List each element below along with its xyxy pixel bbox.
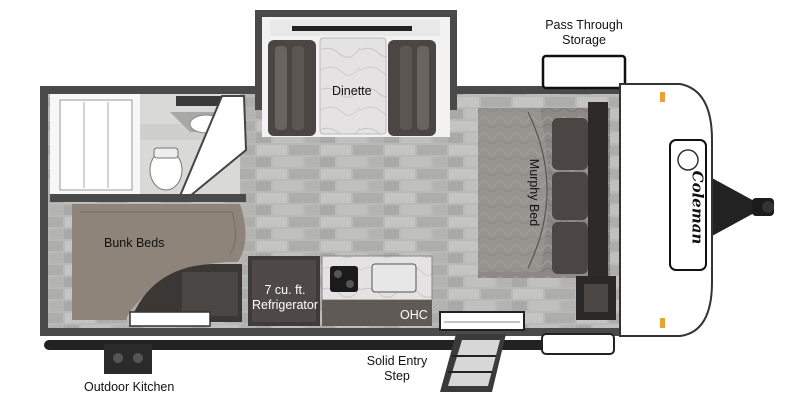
murphy-bed-label: Murphy Bed — [527, 158, 542, 227]
hitch-tongue — [712, 178, 774, 236]
dinette-label: Dinette — [332, 84, 372, 98]
outdoor-kitchen-label: Outdoor Kitchen — [84, 380, 175, 394]
pass-through-storage — [541, 54, 627, 90]
coleman-logo — [669, 139, 707, 271]
murphy-bed-cushions — [552, 102, 608, 276]
entry-door — [439, 311, 525, 331]
outdoor-kitchen-unit — [104, 344, 152, 374]
refrigerator-label: 7 cu. ft. Refrigerator — [252, 283, 318, 312]
chassis-rail — [44, 340, 570, 350]
ohc-label: OHC — [400, 308, 428, 322]
brand-logo-text: Coleman — [688, 170, 707, 245]
bathroom — [50, 94, 248, 197]
dinette-table — [319, 37, 387, 135]
bunk-beds — [72, 204, 246, 320]
entry-step — [440, 334, 506, 392]
entry-step-label: Solid Entry Step — [366, 354, 428, 383]
pass-through-storage-label: Pass Through Storage — [545, 18, 623, 47]
kitchen-sink — [371, 263, 417, 293]
stovetop — [330, 266, 358, 292]
bunk-beds-label: Bunk Beds — [104, 236, 165, 250]
